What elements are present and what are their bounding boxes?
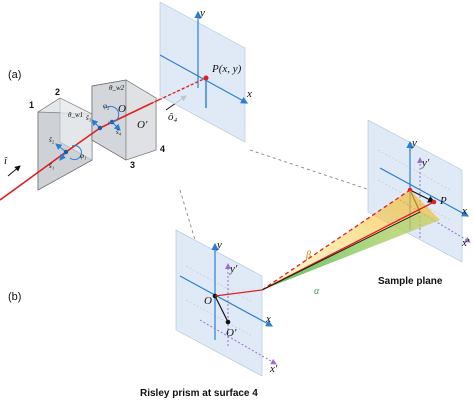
i-hat-arrow: [7, 165, 21, 177]
risley-plane: [175, 229, 277, 377]
beam-to-sample-dashed: [261, 189, 411, 291]
top-x-axis: [159, 54, 249, 104]
top-beam-dashed: [149, 77, 207, 105]
wedge-angle-1: θ_w1: [68, 111, 83, 119]
risley-caption: Risley prism at surface 4: [140, 388, 258, 399]
beta-label: β: [305, 250, 311, 261]
phi1-label: φ₁: [80, 152, 86, 160]
sample-OP-vector: [409, 189, 436, 203]
top-point-P: [203, 75, 209, 81]
s4-label: ŝ₄: [116, 128, 122, 136]
point-O-top: O: [118, 103, 126, 115]
sample-P-label: P: [439, 195, 447, 207]
panel-label-b: (b): [8, 291, 21, 303]
face-number-2: 2: [55, 87, 60, 97]
sample-plane-caption: Sample plane: [378, 276, 443, 287]
sample-grid-1: [377, 149, 451, 191]
face-number-4: 4: [160, 144, 165, 154]
projection-line-b: [179, 189, 196, 241]
alpha-cone: [262, 212, 440, 290]
phi2-arc: [105, 105, 120, 123]
risley-x-label: x: [265, 313, 271, 325]
phi1-arc: [69, 145, 82, 161]
incident-beam: [0, 151, 67, 201]
s2-label: ŝ₂: [49, 136, 55, 144]
top-x-label: x: [246, 88, 252, 100]
panel-label-a: (a): [8, 69, 21, 81]
sample-x-prime-label: x′: [461, 237, 470, 249]
sample-x-label: x: [461, 205, 467, 217]
top-Pxy-label: P(x, y): [211, 63, 242, 75]
beam-inside-prism2: [99, 103, 151, 129]
point-O-prime-top: O′: [137, 119, 148, 131]
risley-OO-vector: [214, 295, 229, 323]
sample-y-prime-label: y′: [421, 157, 430, 169]
alpha-label: α: [314, 286, 320, 297]
beam-point-face3: [97, 125, 103, 131]
risley-y-prime-label: y′: [229, 263, 238, 275]
sample-x-axis: [379, 167, 470, 217]
face-number-1: 1: [29, 100, 34, 110]
face-number-3: 3: [130, 160, 135, 170]
beam-to-sample-P: [261, 201, 435, 291]
risley-grid-2: [185, 299, 253, 337]
risley-x-axis: [179, 275, 274, 327]
risley-x-prime-label: x′: [269, 363, 278, 375]
risley-beam-out: [214, 289, 263, 297]
s3-label: ŝ₃: [86, 114, 92, 122]
i-hat-label: î: [4, 155, 8, 167]
risley-O-prime-label: O′: [226, 327, 237, 339]
beam-point-face1: [63, 149, 69, 155]
top-plane: [149, 1, 249, 143]
phi2-label: φ₂: [103, 102, 110, 110]
risley-O-label: O: [204, 295, 212, 307]
beam-center-line: [261, 211, 421, 291]
risley-grid-1: [185, 265, 253, 303]
projection-line-a: [249, 149, 371, 191]
o4-label: ô₄: [168, 111, 178, 123]
beam-inside-prism1: [65, 127, 101, 153]
prism-1: [37, 97, 93, 191]
prism-2: [91, 79, 157, 161]
top-y-label: y: [199, 7, 205, 19]
s1-label: ŝ₁: [49, 162, 54, 170]
wedge-angle-2: θ_w2: [109, 84, 125, 92]
sample-plane: [367, 119, 471, 263]
risley-origin-O-prime: [225, 319, 231, 325]
sample-y-label: y: [411, 137, 417, 149]
risley-x-prime-axis: [199, 319, 277, 365]
beta-cone: [262, 190, 440, 290]
risley-y-label: y: [216, 239, 222, 251]
